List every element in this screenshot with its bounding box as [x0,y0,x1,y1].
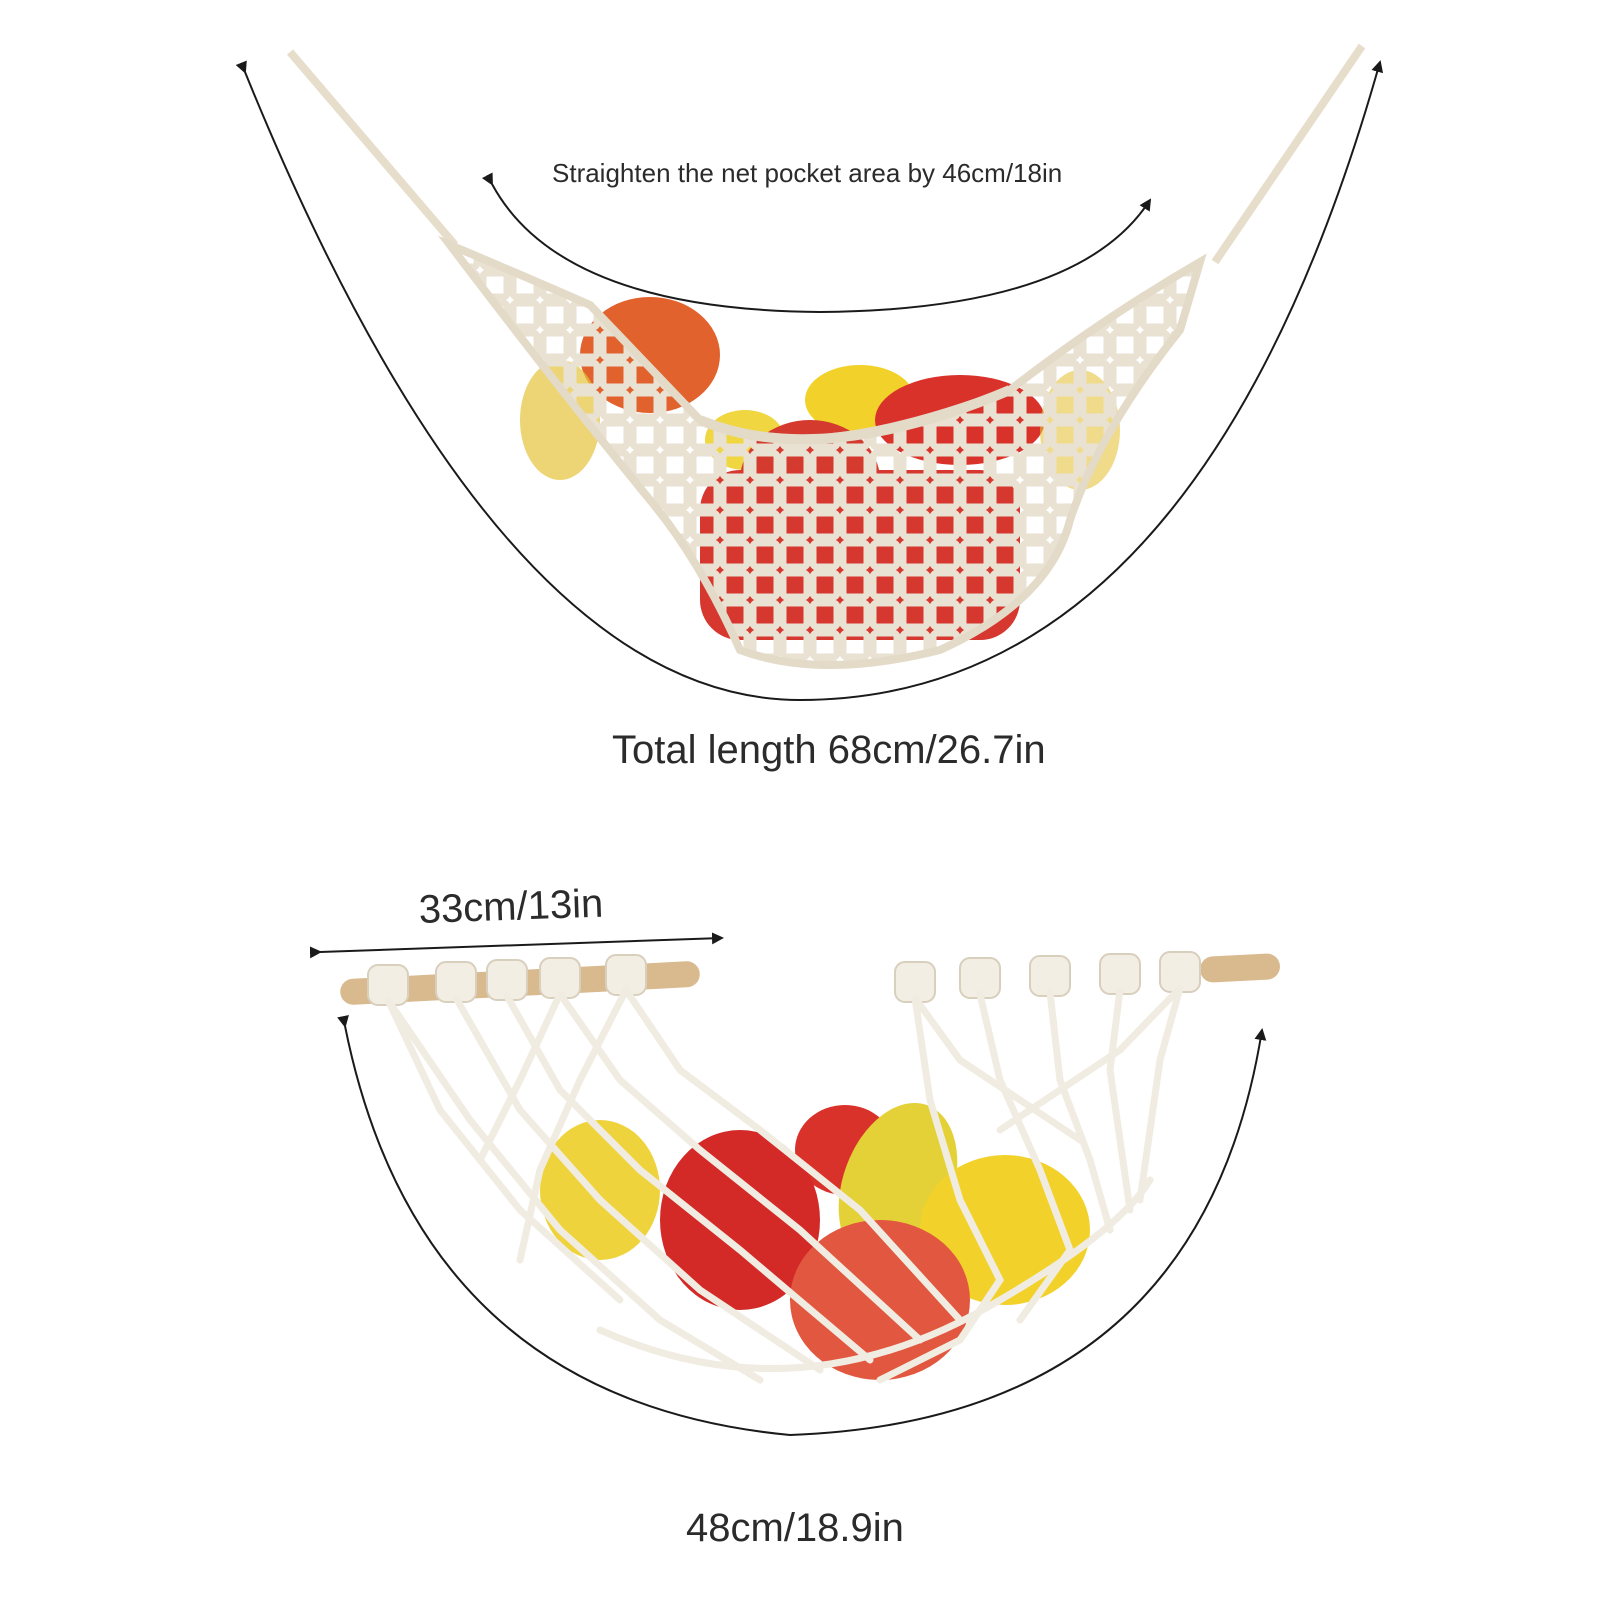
width-arrow [309,932,724,959]
pocket-area-label: Straighten the net pocket area by 46cm/1… [552,158,1063,188]
bottom-length-arrow [337,1015,1267,1437]
left-hanging-rope [286,49,459,248]
right-dowel [1200,953,1280,983]
width-label: 33cm/13in [418,881,604,932]
pocket-area-arrow [481,172,1152,314]
total-length-label: Total length 68cm/26.7in [612,728,1046,772]
dowel-knots [367,951,1201,1006]
right-hanging-rope [1211,43,1366,265]
macrame-hammock-image [340,951,1280,1384]
net-front-edge [698,385,1012,445]
total-length-arrow [235,60,1384,702]
crochet-hammock-image [286,43,1366,669]
bottom-length-label: 48cm/18.9in [686,1506,904,1550]
red-pepper [660,1130,820,1310]
